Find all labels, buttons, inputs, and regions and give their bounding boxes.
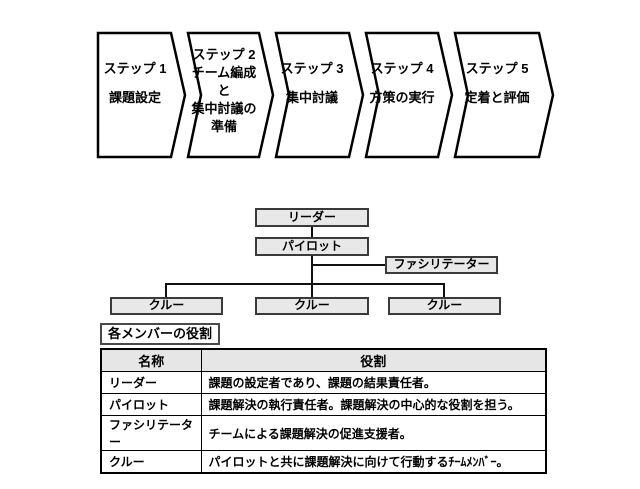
- table-row: ファシリテーター チームによる課題解決の促進支援者。: [100, 415, 547, 451]
- step-3-label: ステップ 3 集中討議: [280, 61, 344, 105]
- table-row: リーダー 課題の設定者であり、課題の結果責任者。: [100, 371, 547, 394]
- step-arrow-2: [186, 31, 275, 159]
- role-desc-cell: パイロットと共に課題解決に向けて行動するﾁｰﾑﾒﾝﾊﾞｰ。: [200, 450, 547, 473]
- roles-table-title: 各メンバーの役割: [100, 323, 220, 345]
- step-5-label: ステップ 5 定着と評価: [464, 61, 530, 105]
- step-arrow-4: [364, 31, 454, 159]
- role-desc-cell: 課題解決の執行責任者。課題解決の中心的な役割を担う。: [200, 393, 547, 416]
- role-desc-cell: チームによる課題解決の促進支援者。: [200, 415, 547, 451]
- step-arrow-5: [453, 31, 555, 159]
- table-header-row: 名称 役割: [100, 348, 547, 372]
- table-row: クルー パイロットと共に課題解決に向けて行動するﾁｰﾑﾒﾝﾊﾞｰ。: [100, 450, 547, 473]
- role-name-cell: クルー: [100, 450, 202, 473]
- org-box-pilot: パイロット: [255, 237, 369, 256]
- role-name-cell: パイロット: [100, 393, 202, 416]
- role-name-cell: リーダー: [100, 371, 202, 394]
- org-box-crew-2: クルー: [255, 297, 369, 315]
- step-4-label: ステップ 4 方策の実行: [369, 61, 435, 105]
- org-box-leader: リーダー: [255, 208, 369, 227]
- step-arrow-1: [96, 31, 187, 159]
- role-desc-cell: 課題の設定者であり、課題の結果責任者。: [200, 371, 547, 394]
- role-name-cell: ファシリテーター: [100, 415, 202, 451]
- org-box-facilitator: ファシリテーター: [385, 256, 498, 274]
- step-2-label: ステップ 2 チーム編成 と 集中討議の 準備: [191, 47, 257, 134]
- header-cell-role: 役割: [200, 348, 547, 372]
- step-1-label: ステップ 1 課題設定: [103, 61, 167, 105]
- table-row: パイロット 課題解決の執行責任者。課題解決の中心的な役割を担う。: [100, 393, 547, 416]
- org-box-crew-3: クルー: [388, 297, 501, 315]
- header-cell-name: 名称: [100, 348, 202, 372]
- org-box-crew-1: クルー: [110, 297, 223, 315]
- roles-table: 名称 役割 リーダー 課題の設定者であり、課題の結果責任者。 パイロット 課題解…: [100, 348, 547, 474]
- step-arrow-3: [274, 31, 365, 159]
